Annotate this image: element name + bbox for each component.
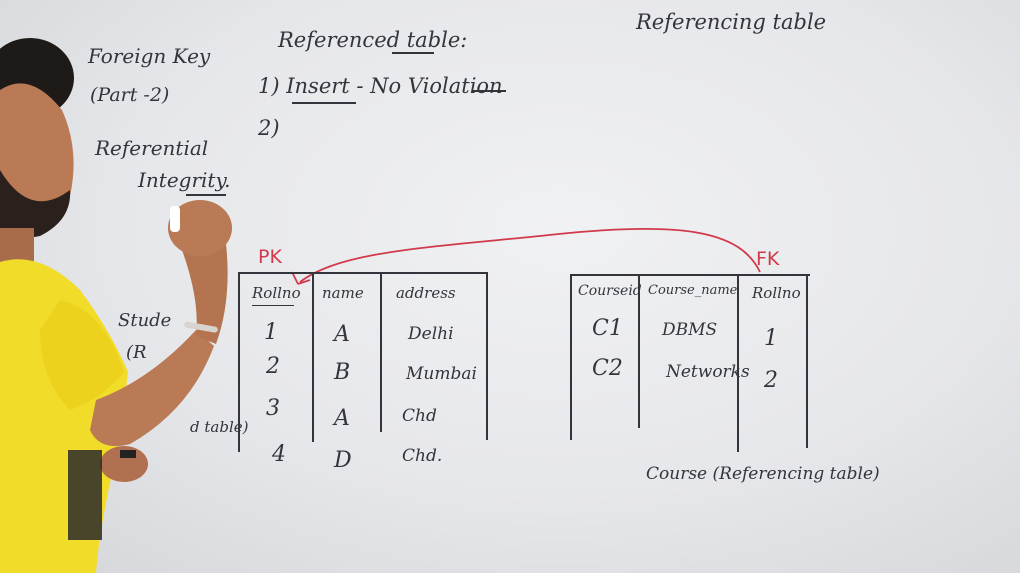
student-row-2-rollno: 2 — [266, 354, 280, 379]
student-row-4-rollno: 4 — [272, 442, 286, 467]
course-col-divider-1 — [638, 276, 640, 428]
student-row-3-address: Chd — [402, 406, 437, 426]
course-table-right-rule — [806, 276, 808, 448]
student-header-rollno: Rollno — [252, 284, 301, 302]
integrity-underline — [186, 194, 226, 196]
student-row-1-address: Delhi — [408, 324, 454, 344]
student-row-1-name: A — [334, 322, 350, 347]
student-row-2-address: Mumbai — [406, 364, 477, 384]
pk-label: PK — [258, 246, 282, 268]
title-part: (Part -2) — [90, 84, 170, 106]
course-header-rollno: Rollno — [752, 284, 801, 302]
student-col-divider-1 — [312, 274, 314, 442]
referencing-table-heading: Referencing table — [636, 10, 827, 34]
student-row-3-rollno: 3 — [266, 396, 280, 421]
student-col-divider-2 — [380, 274, 382, 432]
topic-referential: Referential — [95, 136, 209, 160]
course-row-1-rollno: 1 — [764, 326, 778, 351]
course-row-1-course-name: DBMS — [662, 320, 718, 340]
title-foreign-key: Foreign Key — [88, 44, 211, 68]
student-table-label: Stude — [118, 310, 172, 331]
violation-underline — [472, 90, 506, 92]
student-row-3-name: A — [334, 406, 350, 431]
student-row-2-name: B — [334, 360, 351, 385]
point-2: 2) — [258, 116, 280, 140]
course-row-2-courseid: C2 — [592, 356, 623, 381]
course-header-course-name: Course_name — [648, 283, 738, 298]
course-row-2-rollno: 2 — [764, 368, 778, 393]
course-header-courseid: Courseid — [578, 283, 642, 299]
student-row-1-rollno: 1 — [264, 320, 278, 345]
student-table-left-rule — [238, 272, 240, 452]
course-col-divider-2 — [737, 276, 739, 452]
student-table-right-rule — [486, 274, 488, 440]
student-table-sublabel: (R — [126, 342, 147, 363]
insert-underline — [292, 102, 356, 104]
course-table-top-rule — [570, 274, 810, 276]
referenced-table-label: d table) — [190, 418, 249, 436]
student-row-4-name: D — [334, 448, 352, 473]
course-row-1-courseid: C1 — [592, 316, 623, 341]
course-row-2-course-name: Networks — [666, 362, 750, 382]
student-table-top-rule — [238, 272, 488, 274]
student-header-address: address — [396, 284, 456, 302]
course-referencing-caption: Course (Referencing table) — [646, 464, 880, 484]
course-table-left-rule — [570, 274, 572, 440]
student-row-4-address: Chd. — [402, 446, 443, 466]
rollno-pk-underline — [252, 305, 294, 306]
student-header-name: name — [322, 284, 364, 302]
topic-integrity: Integrity. — [138, 168, 231, 192]
referenced-table-heading: Referenced table: — [278, 28, 468, 52]
point-1-insert: 1) Insert - No Violation — [258, 74, 503, 98]
fk-label: FK — [756, 248, 780, 270]
referenced-heading-underline — [392, 52, 434, 54]
presenter-figure — [0, 38, 232, 573]
